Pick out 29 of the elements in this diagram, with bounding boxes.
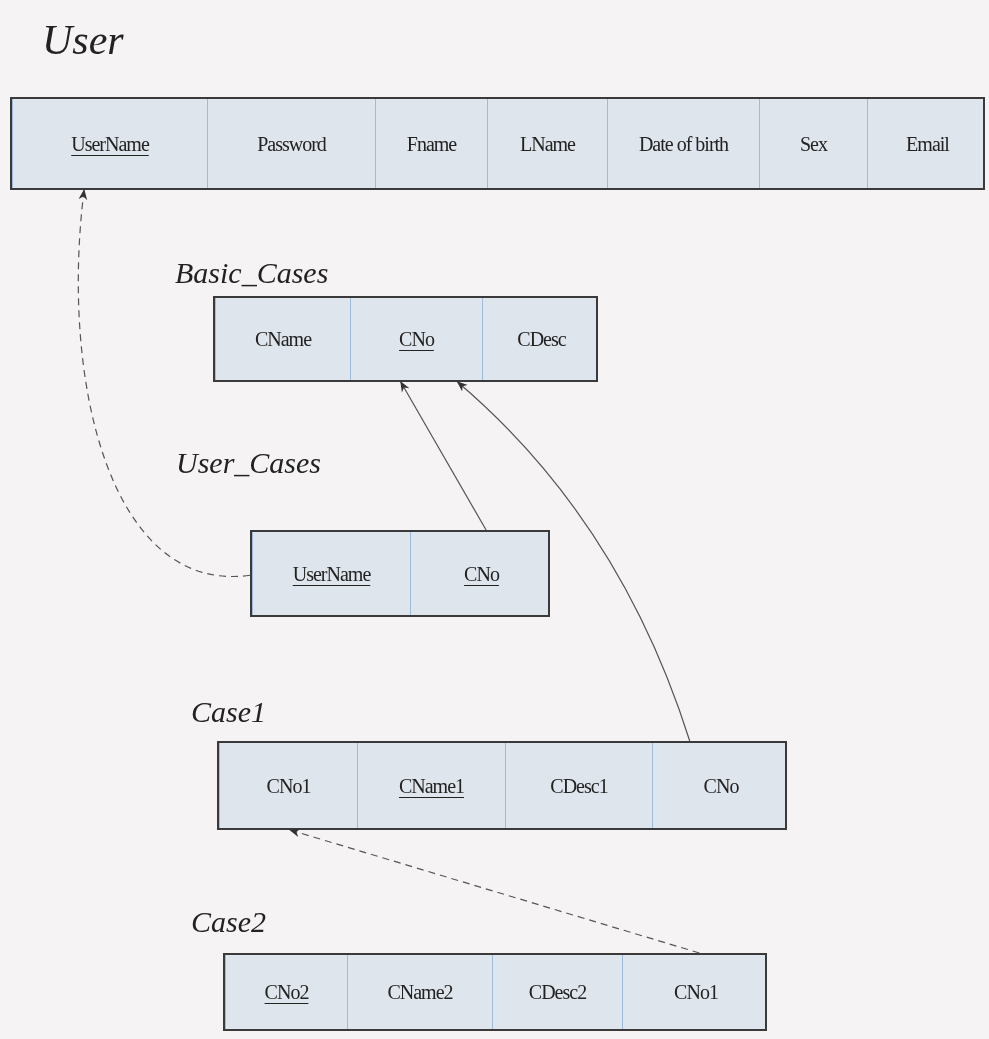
reference-arrow — [77, 188, 251, 577]
attribute-name: LName — [520, 131, 575, 157]
attribute-name: CDesc2 — [528, 980, 587, 1005]
attribute-name: Sex — [800, 131, 827, 157]
key-attribute: CNo — [464, 561, 499, 587]
attribute-name: CDesc — [517, 327, 566, 352]
table-name: User — [42, 16, 124, 65]
key-attribute: CName1 — [398, 773, 465, 799]
key-attribute: CNo2 — [264, 980, 309, 1005]
key-attribute: UserName — [71, 131, 149, 157]
attribute-name: CDesc1 — [550, 773, 608, 799]
table-name: Basic_Cases — [175, 255, 329, 291]
reference-arrow — [456, 381, 691, 742]
key-attribute: CNo — [399, 327, 434, 352]
reference-arrow — [289, 828, 700, 954]
attribute-name: CName2 — [387, 980, 453, 1005]
reference-arrow — [400, 381, 487, 531]
table-name: User_Cases — [176, 445, 321, 481]
attribute-name: Password — [257, 131, 326, 157]
attribute-name: Date of birth — [638, 131, 729, 157]
table-name: Case2 — [191, 904, 266, 940]
attribute-name: Email — [906, 131, 949, 157]
table-name: Case1 — [191, 694, 266, 730]
attribute-name: CNo — [703, 773, 739, 799]
attribute-name: CNo1 — [266, 773, 311, 799]
attribute-name: Fname — [406, 131, 457, 157]
key-attribute: UserName — [292, 561, 371, 587]
attribute-name: CNo1 — [674, 980, 718, 1005]
attribute-name: CName — [254, 327, 312, 352]
